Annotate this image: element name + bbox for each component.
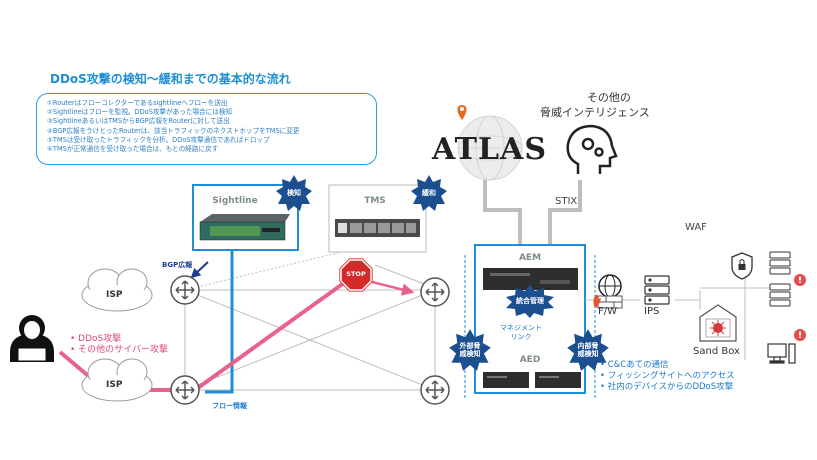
- step-item: ①Routerはフローコレクターであるsightlineへフローを送出: [47, 99, 228, 107]
- mitigate-badge: 緩和: [410, 174, 448, 212]
- threat-intel-label: その他の 脅威インテリジェンス: [540, 91, 650, 119]
- router-icon: [420, 277, 450, 307]
- isp-top-label: ISP: [106, 290, 123, 300]
- bgp-arrow: [190, 261, 209, 279]
- atlas-logo: ATLAS: [432, 132, 547, 167]
- router-icon: [420, 375, 450, 405]
- right-attack-item: • C&Cあての通信: [600, 360, 669, 370]
- waf-label: WAF: [685, 222, 707, 233]
- aem-label: AEM: [518, 253, 542, 263]
- sandbox-label: Sand Box: [693, 346, 740, 357]
- flow-info-label: フロー情報: [212, 402, 247, 410]
- aed-label: AED: [519, 355, 541, 365]
- step-item: ②Sightlineはフローを監視。DDoS攻撃があった場合には検知: [47, 108, 233, 117]
- ips-label: IPS: [644, 306, 660, 317]
- page-title: DDoS攻撃の検知〜緩和までの基本的な流れ: [50, 72, 291, 86]
- bgp-label: BGP広報: [162, 261, 193, 269]
- sightline-device: [199, 214, 290, 241]
- right-attack-item: • 社内のデバイスからのDDoS攻撃: [600, 382, 734, 392]
- server-stack-icon: [769, 283, 791, 307]
- fw-label: F/W: [598, 306, 618, 317]
- shield-lock-icon: [731, 252, 753, 280]
- step-item: ⑥TMSが正常通信を受け取った場合は、もとの経路に戻す: [47, 145, 219, 154]
- intel-links: [483, 180, 582, 245]
- head-gears-icon: [566, 124, 618, 174]
- server-stack-icon: [769, 251, 791, 275]
- aem-device: [483, 268, 578, 290]
- sightline-label: Sightline: [212, 196, 258, 206]
- step-item: ⑤TMSは受け取ったトラフィックを分析。DDoS攻撃通信であればドロップ: [47, 135, 270, 144]
- isp-bottom-label: ISP: [106, 380, 123, 390]
- step-item: ③SightlineあるいはTMSからBGP広報をRouterに対して送出: [47, 117, 230, 126]
- stop-sign-text: STOP: [346, 270, 366, 278]
- internal-threat-badge: 内部脅威検知: [566, 328, 610, 372]
- desktop-pc-icon: [767, 343, 796, 364]
- isp-cloud-top: [81, 268, 153, 312]
- steps-box: ①Routerはフローコレクターであるsightlineへフローを送出 ②Sig…: [36, 93, 377, 165]
- sandbox-icon: [699, 304, 737, 342]
- ips-server-icon: [644, 275, 670, 305]
- flow-info-line: [205, 240, 234, 394]
- detect-badge: 検知: [275, 174, 313, 212]
- left-attack-list: • DDoS攻撃 • その他のサイバー攻撃: [70, 334, 168, 356]
- alert-icon: [794, 329, 806, 341]
- alert-icon: [794, 274, 806, 286]
- external-threat-badge: 外部脅威検知: [448, 328, 492, 372]
- mgmt-link-label: マネジメント リンク: [500, 324, 542, 341]
- left-attack-item: • その他のサイバー攻撃: [70, 345, 168, 355]
- tms-label: TMS: [364, 196, 386, 206]
- integrated-badge: 統合管理: [504, 284, 556, 318]
- step-item: ④BGP広報をうけとったRouterは、該当トラフィックのネクストホップをTMS…: [47, 126, 300, 135]
- hacker-icon: [10, 315, 54, 362]
- globe-icon: [457, 115, 523, 181]
- router-icon: [170, 375, 200, 405]
- right-attack-item: • フィッシングサイトへのアクセス: [600, 371, 735, 381]
- firewall-icon: [593, 274, 623, 309]
- tms-frame: [328, 184, 427, 253]
- stop-sign-icon: [339, 258, 373, 292]
- right-attack-list: • C&Cあての通信 • フィッシングサイトへのアクセス • 社内のデバイスから…: [600, 360, 735, 393]
- isp-cloud-bottom: [81, 358, 153, 402]
- left-attack-item: • DDoS攻撃: [70, 334, 122, 344]
- stix-label: STIX: [555, 196, 578, 207]
- router-icon: [170, 275, 200, 305]
- location-pin-icon: [457, 105, 467, 120]
- tms-device: [335, 219, 420, 237]
- aed-device: [483, 372, 581, 388]
